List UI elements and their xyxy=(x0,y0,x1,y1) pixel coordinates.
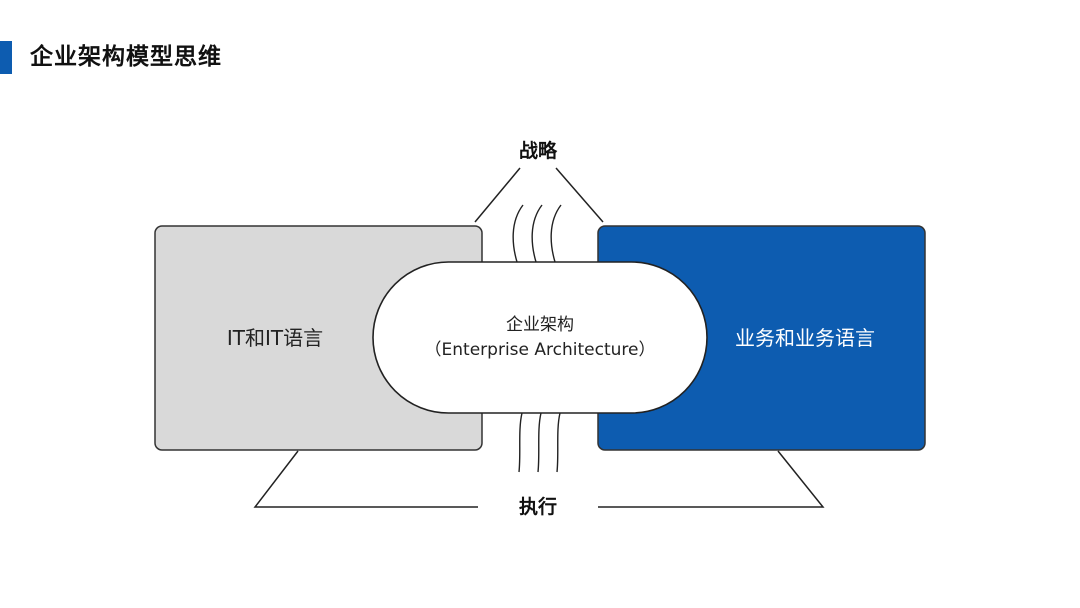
title-accent-bar xyxy=(0,41,12,74)
execution-base-lines xyxy=(253,450,825,508)
ea-subtitle: （Enterprise Architecture） xyxy=(424,340,656,360)
enterprise-architecture-capsule xyxy=(372,261,708,414)
page-title: 企业架构模型思维 xyxy=(30,44,222,70)
strategy-line-right xyxy=(555,167,604,223)
it-box-label: IT和IT语言 xyxy=(226,326,324,350)
strategy-line-left xyxy=(474,167,521,223)
execution-label: 执行 xyxy=(518,496,557,518)
top-connector-lines xyxy=(512,204,562,263)
strategy-label: 战略 xyxy=(518,140,557,162)
business-box-label: 业务和业务语言 xyxy=(735,326,875,350)
bottom-connector-lines xyxy=(518,412,561,473)
ea-title: 企业架构 xyxy=(506,315,574,335)
